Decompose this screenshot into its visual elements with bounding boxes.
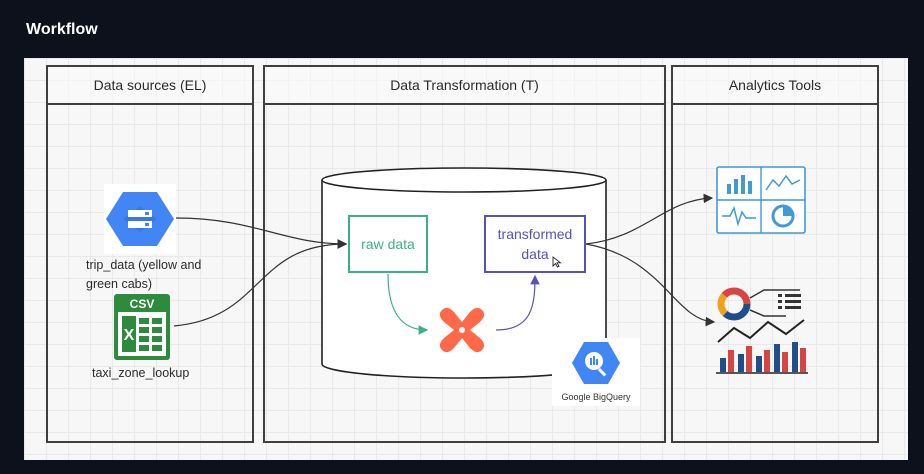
lane-data-sources: Data sources (EL) [46, 65, 254, 443]
transformed-data-node[interactable]: transformed data [484, 215, 586, 273]
bigquery-icon: Google BigQuery [552, 338, 640, 406]
lane-header-data-transformation: Data Transformation (T) [265, 67, 664, 105]
analytics-report-icon [714, 284, 810, 376]
taxi-zone-lookup-label: taxi_zone_lookup [92, 366, 190, 380]
excel-csv-icon: X CSV [112, 294, 172, 362]
cloud-storage-icon [104, 184, 176, 254]
cursor-icon [552, 256, 562, 268]
svg-text:X: X [124, 327, 135, 344]
lane-header-data-sources: Data sources (EL) [48, 67, 252, 105]
trip-data-label: trip_data (yellow and green cabs) [86, 258, 202, 291]
csv-badge: CSV [130, 297, 155, 311]
dbt-icon [429, 298, 495, 362]
lane-header-analytics-tools: Analytics Tools [673, 67, 877, 105]
diagram-canvas: Data sources (EL) Data Transformation (T… [24, 58, 908, 460]
raw-data-node[interactable]: raw data [348, 215, 428, 273]
bigquery-label: Google BigQuery [561, 392, 631, 402]
lane-analytics-tools: Analytics Tools [671, 65, 879, 443]
page-title: Workflow [26, 21, 98, 38]
dashboard-icon [716, 166, 806, 234]
